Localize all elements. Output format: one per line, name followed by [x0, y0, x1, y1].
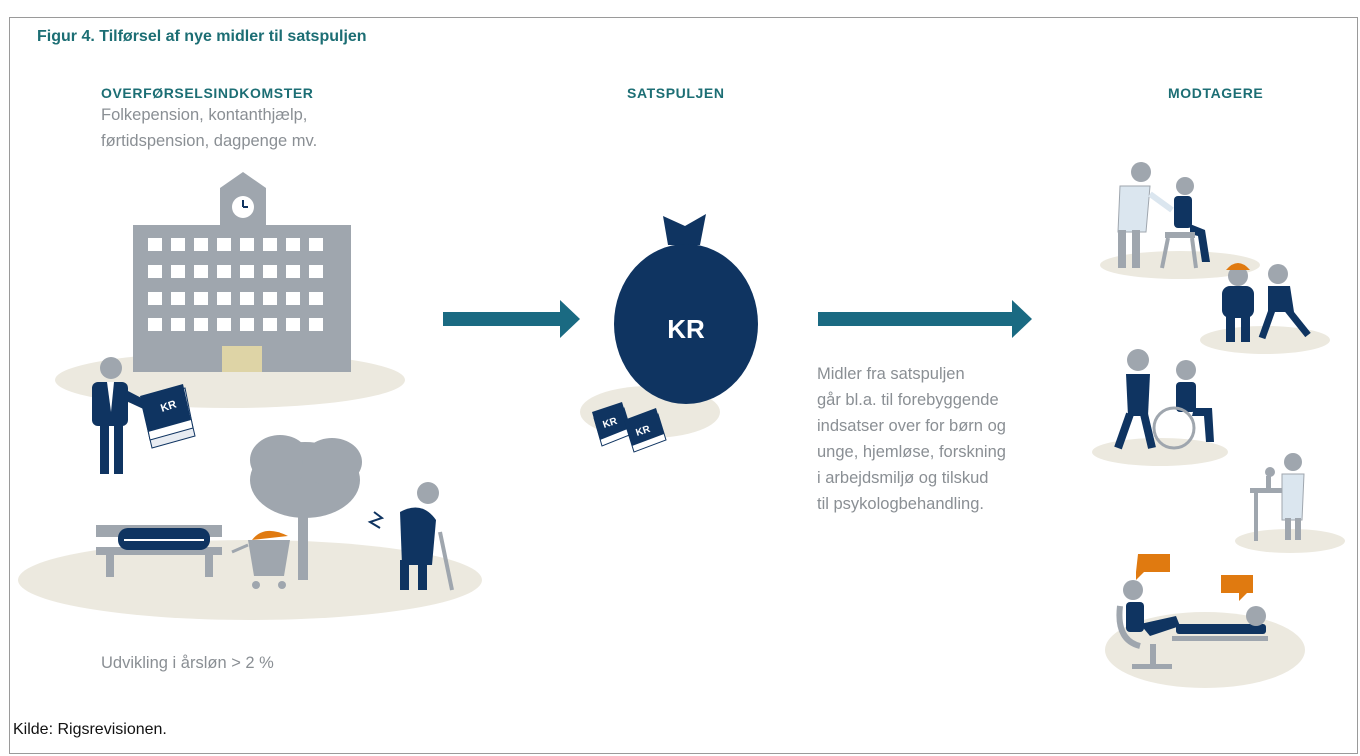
- money-stack-icon: KR KR: [592, 402, 667, 453]
- bag-label: KR: [667, 314, 705, 344]
- ground-shadow: [1092, 438, 1228, 466]
- source-note: Kilde: Rigsrevisionen.: [13, 721, 167, 738]
- elderly-with-cane-icon: [367, 482, 454, 591]
- description-line: går bl.a. til forebyggende: [817, 391, 999, 409]
- tree-icon: [250, 435, 362, 580]
- ground-shadow: [18, 540, 482, 620]
- left-subtitle-line: førtidspension, dagpenge mv.: [101, 132, 318, 150]
- right-description: Midler fra satspuljen går bl.a. til fore…: [817, 361, 1006, 517]
- wheelchair-icon: [1114, 349, 1214, 450]
- building-icon: [133, 172, 351, 372]
- ground-shadow: [1235, 529, 1345, 553]
- right-heading: MODTAGERE: [1168, 85, 1264, 101]
- figure-frame: [9, 17, 1358, 754]
- arrow-right-icon: [818, 300, 1032, 338]
- money-bag-icon: KR: [614, 214, 758, 404]
- businessman-icon: [92, 357, 155, 474]
- left-footer: Udvikling i årsløn > 2 %: [101, 654, 274, 672]
- description-line: indsatser over for børn og: [817, 417, 1006, 435]
- arrow-right-icon: [443, 300, 580, 338]
- money-stack-icon: KR: [140, 384, 196, 449]
- children-icon: [1222, 263, 1311, 342]
- researcher-microscope-icon: [1250, 453, 1305, 541]
- description-line: Midler fra satspuljen: [817, 365, 965, 383]
- money-label: KR: [159, 399, 178, 415]
- center-heading: SATSPULJEN: [627, 85, 725, 101]
- therapy-session-icon: [1116, 554, 1268, 669]
- shopping-cart-icon: [231, 530, 290, 589]
- left-heading: OVERFØRSELSINDKOMSTER: [101, 85, 314, 101]
- money-label: KR: [635, 424, 653, 439]
- description-line: til psykologbehandling.: [817, 495, 984, 513]
- description-line: i arbejdsmiljø og tilskud: [817, 469, 989, 487]
- left-subtitle-line: Folkepension, kontanthjælp,: [101, 106, 308, 124]
- figure-title: Figur 4. Tilførsel af nye midler til sat…: [37, 28, 367, 45]
- left-subtitle: Folkepension, kontanthjælp, førtidspensi…: [101, 102, 317, 154]
- doctor-patient-icon: [1117, 162, 1210, 269]
- money-label: KR: [602, 416, 620, 431]
- homeless-bench-icon: [96, 525, 222, 577]
- description-line: unge, hjemløse, forskning: [817, 443, 1006, 461]
